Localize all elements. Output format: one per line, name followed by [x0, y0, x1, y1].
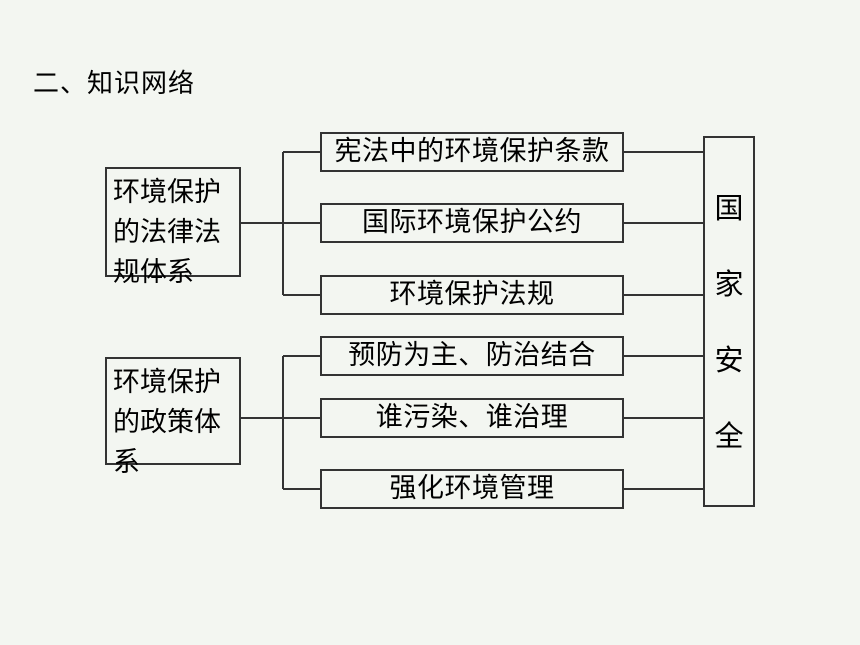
leaf-box-policy-3: 强化环境管理: [320, 469, 624, 509]
outcome-char-4: 全: [714, 418, 744, 453]
outcome-char-2: 家: [714, 266, 744, 301]
leaf-box-legal-2: 国际环境保护公约: [320, 203, 624, 243]
leaf-box-legal-1: 宪法中的环境保护条款: [320, 132, 624, 172]
outcome-box: 国 家 安 全: [703, 136, 755, 507]
group-box-legal: 环境保护的法律法规体系: [105, 167, 241, 288]
section-title: 二、知识网络: [33, 69, 196, 99]
outcome-char-1: 国: [714, 190, 744, 225]
leaf-box-policy-1: 预防为主、防治结合: [320, 336, 624, 376]
leaf-box-policy-2: 谁污染、谁治理: [320, 398, 624, 438]
group-box-policy: 环境保护的政策体系: [105, 357, 241, 478]
outcome-char-3: 安: [714, 342, 744, 377]
leaf-box-legal-3: 环境保护法规: [320, 275, 624, 315]
